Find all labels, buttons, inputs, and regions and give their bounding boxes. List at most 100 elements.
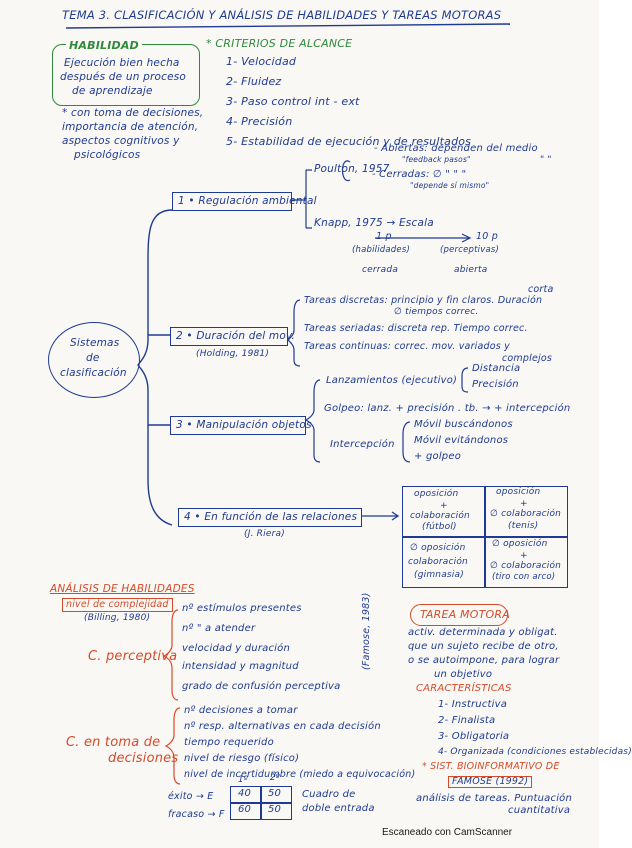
caracteristica-4: 4- Organizada (condiciones establecidas) (438, 747, 632, 757)
cerradas-note: "depende sí mismo" (410, 181, 490, 190)
tarea-motora-box (410, 604, 508, 626)
habilidad-definition-line-1: Ejecución bien hecha (64, 57, 180, 69)
habilidad-note-line-3: aspectos cognitivos y (62, 135, 180, 147)
habilidad-definition-line-2: después de un proceso (60, 71, 187, 83)
cell-4-line-4: (tiro con arco) (492, 572, 556, 582)
center-line-1: Sistemas (70, 337, 120, 349)
famose-vertical: (Famose, 1983) (361, 592, 372, 670)
intercepcion-text: Intercepción (330, 439, 395, 450)
habilidad-note-line-4: psicológicos (74, 149, 141, 161)
distancia-text: Distancia (472, 363, 521, 374)
connector-lines (65, 23, 511, 785)
criterio-item-4: 4- Precisión (226, 115, 293, 128)
tarea-definition-2: que un sujeto recibe de otro, (408, 641, 559, 652)
cell-4-line-1: ∅ oposición (492, 539, 548, 549)
decisiones-item-2: nº resp. alternativas en cada decisión (184, 721, 381, 732)
criterios-title: * CRITERIOS DE ALCANCE (206, 37, 353, 50)
caracteristica-3: 3- Obligatoria (438, 731, 510, 742)
cuadro-text: Cuadro de (302, 789, 356, 800)
poulton-label: Poulton, 1957 (314, 163, 390, 175)
sist-title: * SIST. BIOINFORMATIVO DE (422, 761, 560, 772)
grid-value-3: 60 (238, 804, 252, 815)
perceptiva-label: C. perceptiva (88, 649, 178, 664)
perceptiva-item-3: velocidad y duración (182, 643, 290, 654)
cell-1-line-1: oposición (414, 489, 459, 499)
cell-2-line-3: ∅ colaboración (490, 509, 562, 519)
caracteristica-2: 2- Finalista (438, 715, 496, 726)
lanzamientos-text: Lanzamientos (ejecutivo) (326, 375, 458, 386)
precision-text: Precisión (472, 379, 519, 390)
branch-2-author: (Holding, 1981) (196, 349, 270, 359)
cell-1-line-2: + (440, 501, 448, 511)
sist-text-2: cuantitativa (508, 805, 571, 816)
abiertas-note: "feedback pasos" (402, 155, 471, 164)
decisiones-item-4: nivel de riesgo (físico) (184, 753, 300, 764)
scale-left-note: (habilidades) (352, 245, 410, 255)
analisis-author: (Billing, 1980) (84, 613, 151, 623)
scale-right-note: (perceptivas) (440, 245, 500, 255)
cerradas-text: - Cerradas: ∅ " " " (372, 169, 467, 180)
tarea-motora-label: TAREA MOTORA (420, 608, 510, 621)
grid-value-2: 50 (268, 788, 282, 799)
decisiones-label-2: decisiones (108, 751, 179, 766)
cell-4-line-3: ∅ colaboración (490, 561, 562, 571)
habilidad-label: HABILIDAD (66, 40, 142, 51)
relation-cell-4 (484, 536, 568, 588)
caracteristica-1: 1- Instructiva (438, 699, 508, 710)
golpeo-text: Golpeo: lanz. + precisión . tb. → + inte… (324, 403, 571, 414)
center-line-3: clasificación (60, 367, 127, 379)
decisiones-item-1: nº decisiones a tomar (184, 705, 298, 716)
perceptiva-item-4: intensidad y magnitud (182, 661, 299, 672)
criterio-item-5: 5- Estabilidad de ejecución y de resulta… (226, 135, 472, 148)
center-line-2: de (86, 352, 100, 364)
camscanner-footer: Escaneado con CamScanner (382, 827, 513, 838)
branch-2-label: 2 • Duración del mov. (176, 330, 296, 342)
grid-col-1: 1º (238, 775, 248, 785)
relation-cell-2 (484, 486, 568, 538)
perceptiva-item-2: nº " a atender (182, 623, 256, 634)
discretas-text-3: ∅ tiempos correc. (394, 307, 479, 317)
branch-4-label: 4 • En función de las relaciones (184, 511, 358, 523)
movil-1-text: Móvil buscándonos (414, 419, 513, 430)
tarea-definition-1: activ. determinada y obligat. (408, 627, 558, 638)
movil-3-text: + golpeo (414, 451, 462, 462)
movil-2-text: Móvil evitándonos (414, 435, 509, 446)
analisis-subtitle: nivel de complejidad (62, 598, 173, 612)
grid-cell-2 (260, 786, 292, 804)
continuas-text-2: complejos (502, 353, 553, 364)
scale-right-bottom: abierta (454, 265, 488, 275)
criterio-item-2: 2- Fluidez (226, 75, 282, 88)
discretas-text-2: corta (528, 284, 554, 295)
scale-right: 10 p (476, 231, 498, 242)
grid-cell-3 (230, 802, 262, 820)
grid-cell-4 (260, 802, 292, 820)
cell-2-line-1: oposición (496, 487, 541, 497)
discretas-text: Tareas discretas: principio y fin claros… (304, 295, 543, 306)
scale-left: 1 p (376, 231, 392, 242)
analisis-title: ANÁLISIS DE HABILIDADES (50, 583, 195, 595)
abiertas-ditto: " " (540, 155, 552, 165)
tarea-definition-4: un objetivo (434, 669, 493, 680)
branch-2-box (170, 327, 288, 346)
sist-author: FAMOSE (1992) (448, 776, 533, 788)
cell-4-line-2: + (520, 551, 528, 561)
scale-left-bottom: cerrada (362, 265, 399, 275)
caracteristicas-title: CARACTERÍSTICAS (416, 683, 512, 694)
cell-2-line-2: + (520, 499, 528, 509)
branch-1-box (172, 192, 292, 211)
branch-3-label: 3 • Manipulación objetos (176, 419, 312, 431)
grid-value-1: 40 (238, 788, 252, 799)
habilidad-note-line-1: * con toma de decisiones, (62, 107, 204, 119)
branch-1-label: 1 • Regulación ambiental (178, 195, 317, 207)
grid-cell-1 (230, 786, 262, 804)
habilidad-definition-line-3: de aprendizaje (72, 85, 153, 97)
criterio-item-3: 3- Paso control int - ext (226, 95, 360, 108)
criterio-item-1: 1- Velocidad (226, 55, 297, 68)
cell-2-line-4: (tenis) (508, 521, 539, 531)
page-title: TEMA 3. CLASIFICACIÓN Y ANÁLISIS DE HABI… (62, 8, 502, 22)
grid-col-2: 2º (270, 773, 280, 783)
decisiones-item-5: nivel de incertidumbre (miedo a equivoca… (184, 769, 416, 780)
branch-3-box (170, 416, 306, 435)
cell-3-line-3: (gimnasia) (414, 570, 464, 580)
fracaso-label: fracaso → F (168, 809, 225, 820)
